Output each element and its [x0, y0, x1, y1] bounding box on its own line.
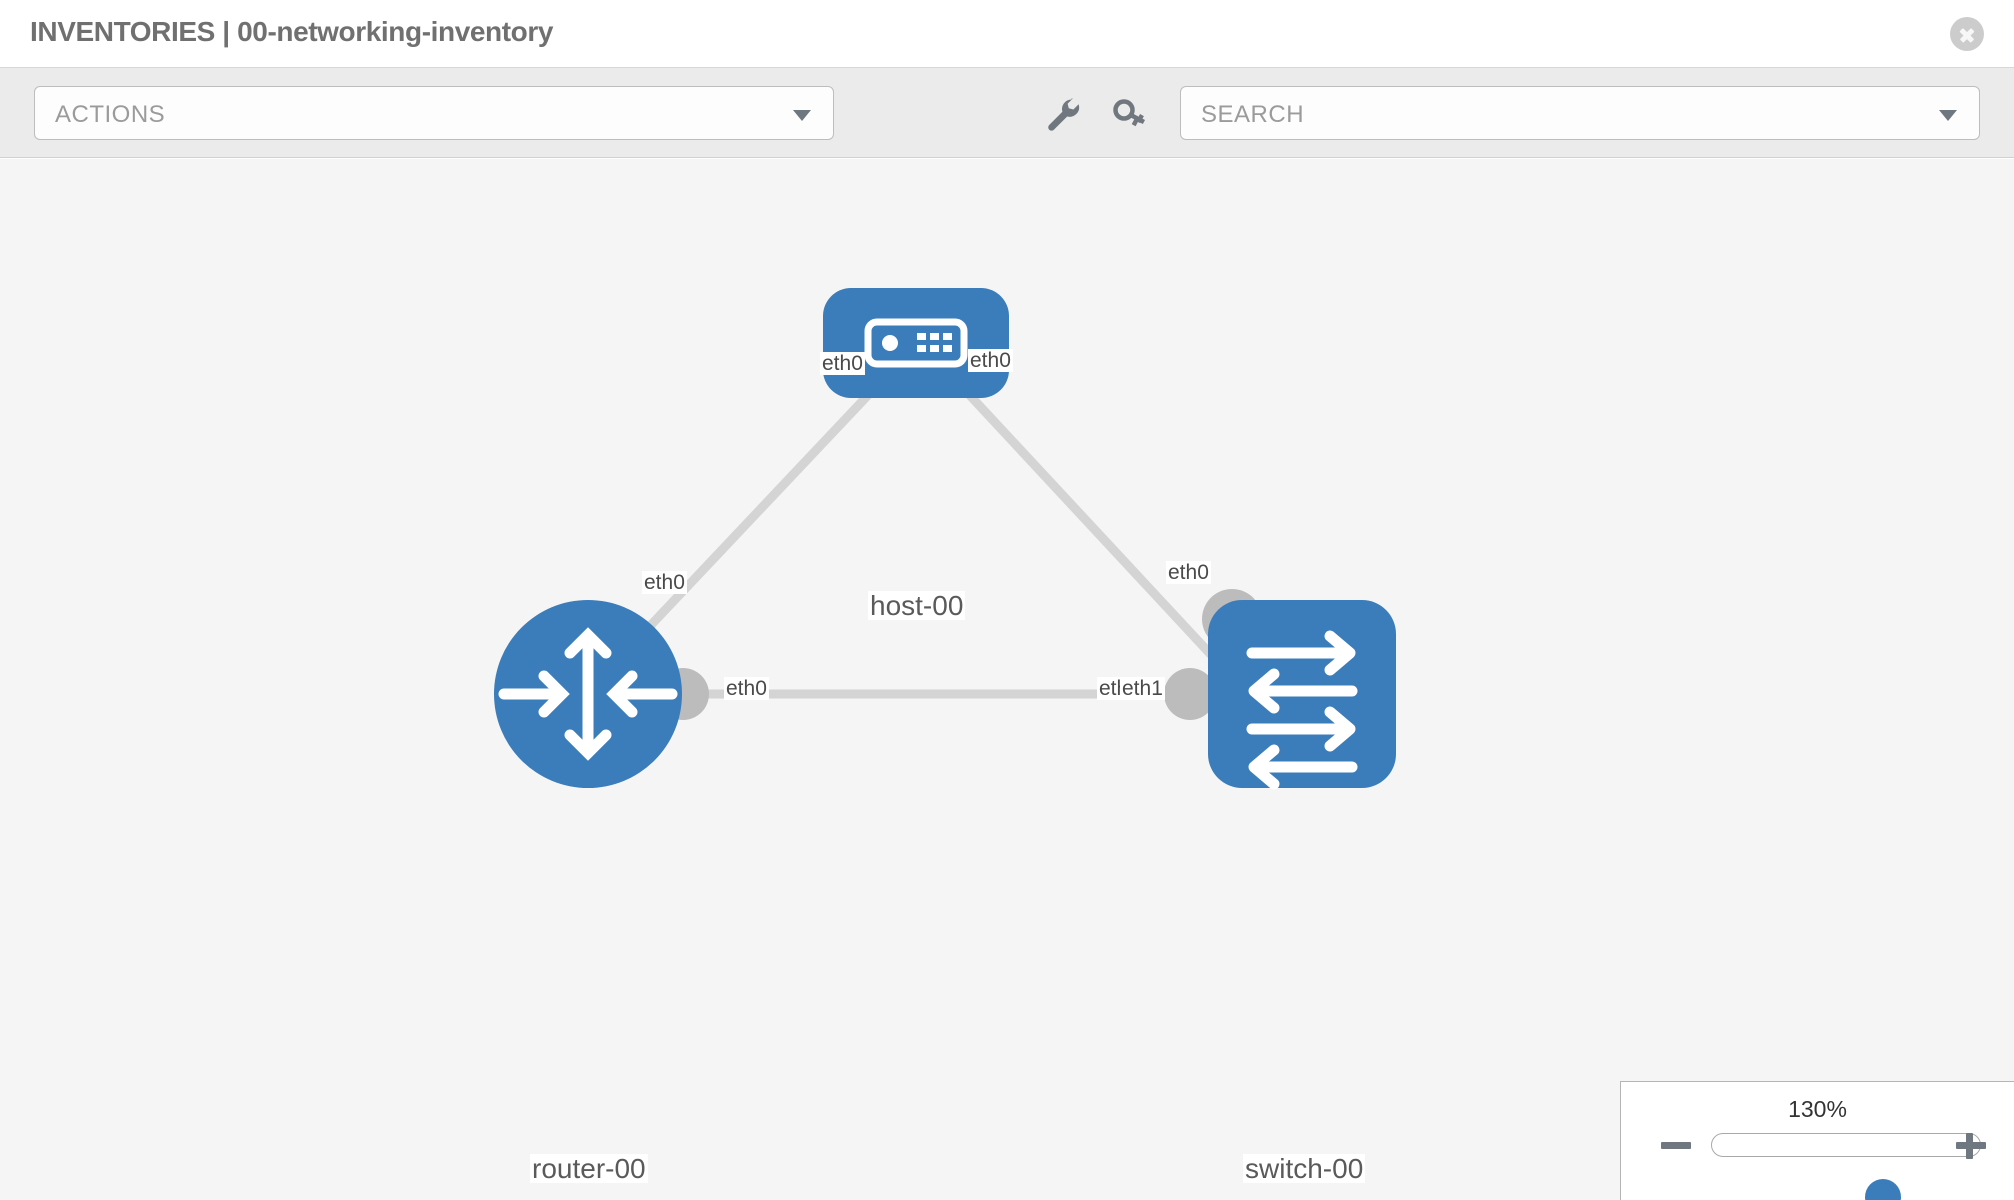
edge-host-switch[interactable] [946, 370, 1219, 663]
key-icon[interactable] [1110, 94, 1150, 134]
connector-switch-left[interactable] [1164, 668, 1216, 720]
chevron-down-icon [793, 110, 811, 121]
switch-arrows-icon [1246, 630, 1358, 790]
iface-label-switch-left[interactable]: eth1 [1120, 677, 1165, 701]
node-label-host-00[interactable]: host-00 [868, 590, 966, 621]
iface-label-switch-up[interactable]: eth0 [1166, 561, 1211, 585]
search-placeholder: SEARCH [1201, 101, 1305, 128]
search-input[interactable]: SEARCH [1180, 86, 1980, 140]
page-title: INVENTORIES | 00-networking-inventory [30, 16, 554, 47]
zoom-slider-handle[interactable] [1865, 1179, 1901, 1200]
close-icon[interactable] [1950, 17, 1984, 51]
zoom-level-label: 130% [1788, 1096, 1847, 1122]
iface-label-host-left[interactable]: eth0 [820, 352, 865, 376]
chevron-down-icon[interactable] [1939, 110, 1957, 121]
node-label-router-00[interactable]: router-00 [530, 1153, 648, 1184]
zoom-slider-track[interactable] [1711, 1133, 1981, 1200]
node-switch-00[interactable] [1208, 600, 1396, 790]
server-icon [864, 318, 968, 368]
topology-canvas[interactable]: eth0 eth0 eth0 eth0 eth0 eth0 eth1 host-… [0, 159, 2014, 1200]
node-label-switch-00[interactable]: switch-00 [1243, 1153, 1366, 1184]
actions-dropdown[interactable]: ACTIONS [34, 86, 834, 140]
toolbar: ACTIONS SEARCH [0, 68, 2014, 158]
node-router-00[interactable] [494, 600, 682, 788]
node-host-00[interactable] [823, 288, 1009, 398]
actions-dropdown-label: ACTIONS [55, 101, 166, 128]
topology-edges [596, 370, 1219, 699]
wrench-icon[interactable] [1043, 94, 1083, 134]
zoom-in-button[interactable] [1954, 1128, 1988, 1162]
page-header: INVENTORIES | 00-networking-inventory [0, 0, 2014, 68]
iface-label-host-right[interactable]: eth0 [968, 349, 1013, 373]
iface-label-router-right[interactable]: eth0 [724, 677, 769, 701]
four-arrows-icon [498, 627, 678, 761]
zoom-out-button[interactable] [1659, 1128, 1693, 1162]
iface-label-router-up[interactable]: eth0 [642, 571, 687, 595]
zoom-control-panel: 130% [1620, 1081, 2014, 1200]
topology-graph [494, 288, 1396, 790]
